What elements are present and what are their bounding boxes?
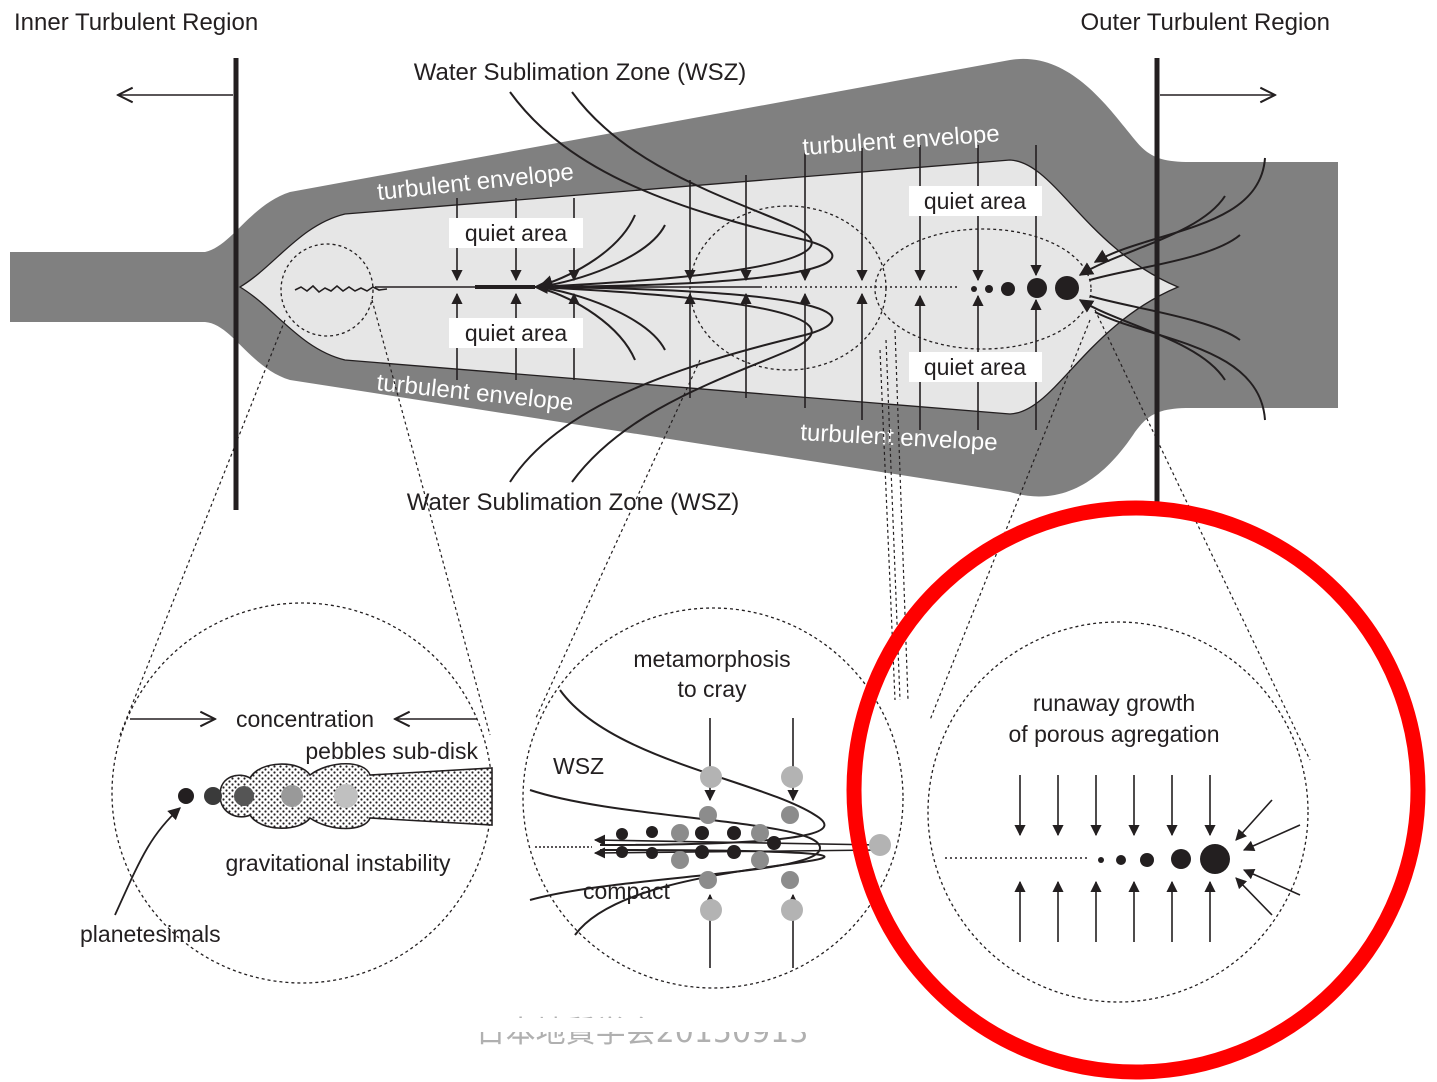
to-cray-label: to cray [677, 676, 747, 702]
outer-region-label: Outer Turbulent Region [1081, 9, 1330, 36]
inset-middle: metamorphosis to cray WSZ compact [523, 608, 903, 988]
wsz-bottom-label: Water Sublimation Zone (WSZ) [407, 489, 740, 516]
inset-left: concentration pebbles sub-disk gravitati… [80, 603, 492, 983]
instability-label: gravitational instability [225, 850, 451, 876]
quiet-label-right-bottom: quiet area [924, 354, 1027, 380]
compact-label: compact [583, 878, 671, 904]
concentration-label: concentration [236, 706, 374, 732]
runaway-line2: of porous agregation [1009, 721, 1220, 747]
wsz-inset-label: WSZ [553, 753, 604, 779]
wsz-top-label: Water Sublimation Zone (WSZ) [414, 59, 747, 86]
metamorphosis-label: metamorphosis [633, 646, 790, 672]
footer-cover [430, 1018, 870, 1032]
quiet-label-right-top: quiet area [924, 188, 1027, 214]
quiet-label-left-bottom: quiet area [465, 320, 568, 346]
quiet-label-left-top: quiet area [465, 220, 568, 246]
inset-right: runaway growth of porous agregation [928, 622, 1308, 1002]
inner-region-label: Inner Turbulent Region [14, 9, 258, 36]
pebbles-label: pebbles sub-disk [305, 738, 478, 764]
planetesimals-label: planetesimals [80, 921, 221, 947]
runaway-line1: runaway growth [1033, 690, 1195, 716]
